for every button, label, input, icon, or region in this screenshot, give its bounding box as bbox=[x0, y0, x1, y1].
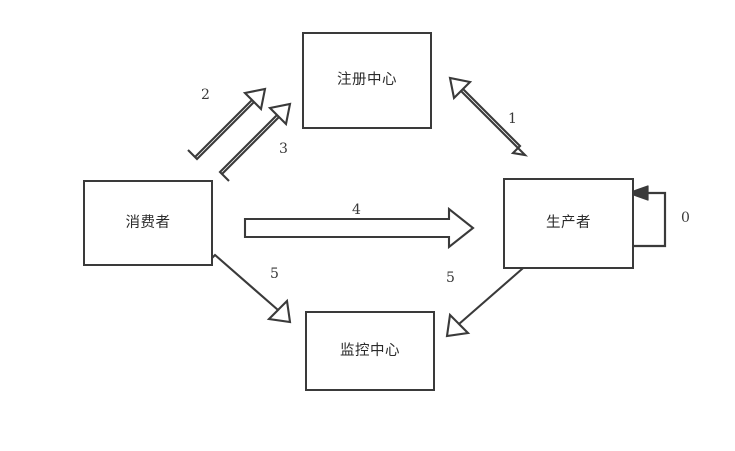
edge-4-consumer-to-producer bbox=[243, 206, 475, 250]
edge-label-0: 0 bbox=[681, 210, 690, 226]
edge-0-line bbox=[634, 191, 667, 248]
edge-2-shape bbox=[187, 87, 267, 161]
edge-0-self-loop-producer bbox=[627, 185, 667, 248]
edge-5a-shape bbox=[207, 253, 292, 324]
edge-3-from-registry bbox=[218, 102, 292, 182]
edge-5b-shape bbox=[445, 261, 524, 338]
node-monitor-center[interactable]: 监控中心 bbox=[305, 311, 435, 391]
edge-5a-consumer-to-monitor bbox=[207, 253, 292, 324]
node-consumer-label: 消费者 bbox=[125, 214, 171, 231]
edge-1-producer-to-registry bbox=[448, 76, 529, 157]
node-consumer[interactable]: 消费者 bbox=[83, 180, 213, 266]
edge-label-3: 3 bbox=[279, 141, 288, 157]
edge-label-1: 1 bbox=[508, 111, 517, 127]
edge-5b-producer-to-monitor bbox=[445, 261, 524, 338]
node-monitor-center-label: 监控中心 bbox=[340, 342, 400, 359]
node-producer-label: 生产者 bbox=[546, 215, 591, 232]
node-producer[interactable]: 生产者 bbox=[503, 178, 634, 269]
edge-3-shape bbox=[218, 102, 292, 182]
edge-4-shape bbox=[243, 206, 475, 250]
edge-label-5b: 5 bbox=[446, 270, 455, 286]
edge-label-4: 4 bbox=[352, 202, 361, 218]
edge-2-to-registry bbox=[187, 87, 267, 161]
edge-label-2: 2 bbox=[201, 87, 210, 103]
edge-label-5a: 5 bbox=[270, 266, 279, 282]
edge-0-arrowhead bbox=[627, 185, 649, 201]
edge-1-shape bbox=[448, 76, 529, 157]
node-registry-center[interactable]: 注册中心 bbox=[302, 32, 432, 129]
node-registry-center-label: 注册中心 bbox=[337, 72, 397, 89]
